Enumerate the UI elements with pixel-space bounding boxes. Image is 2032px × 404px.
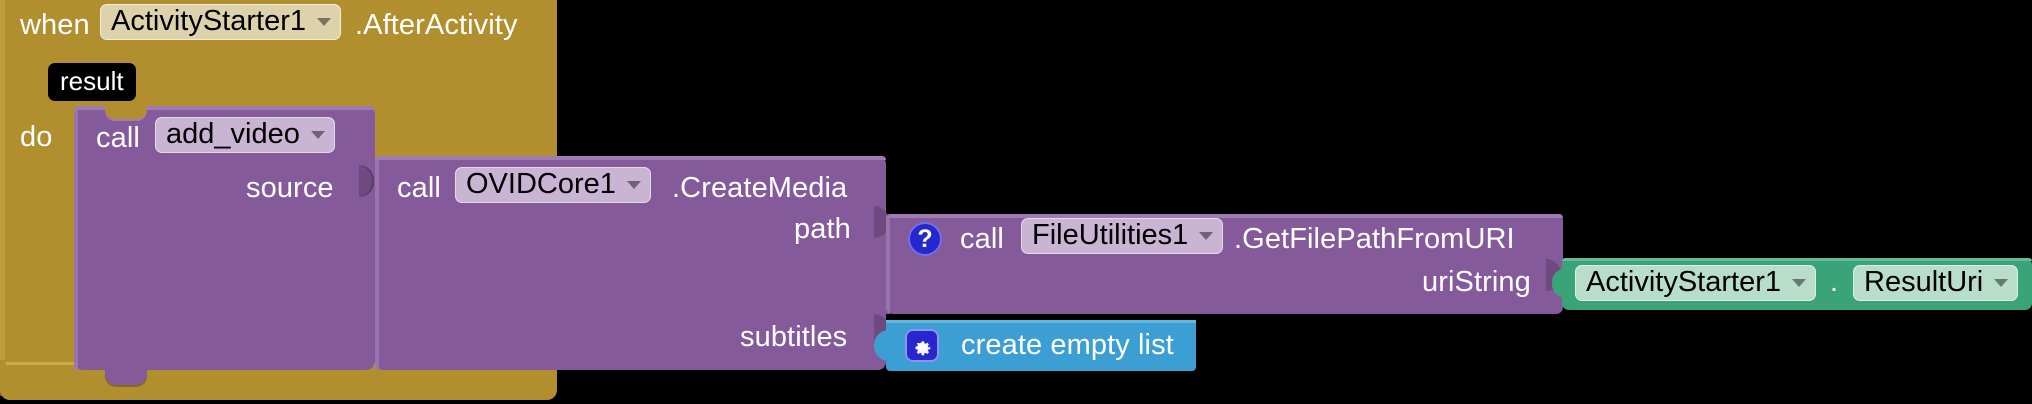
- fileutil-method-label: .GetFilePathFromURI: [1234, 223, 1515, 255]
- getter-component-dropdown[interactable]: ActivityStarter1: [1575, 265, 1816, 301]
- getter-left-plug: [1552, 268, 1566, 298]
- chevron-down-icon: [310, 130, 325, 139]
- getter-property-name: ResultUri: [1864, 266, 1984, 298]
- fileutil-component-name: FileUtilities1: [1032, 219, 1189, 251]
- getter-component-name: ActivityStarter1: [1586, 266, 1781, 298]
- socket-path[interactable]: [874, 206, 889, 238]
- event-component-name: ActivityStarter1: [111, 5, 306, 37]
- add-video-bottom-tab: [105, 368, 147, 385]
- chevron-down-icon: [1994, 278, 2009, 287]
- add-video-call-label: call: [96, 122, 140, 154]
- help-question-icon[interactable]: ?: [908, 222, 942, 256]
- socket-source[interactable]: [359, 165, 374, 197]
- event-component-dropdown[interactable]: ActivityStarter1: [100, 4, 341, 40]
- call-fileutilities1-getfilepathfromuri-block[interactable]: [886, 214, 1563, 314]
- createmedia-call-label: call: [397, 172, 441, 204]
- create-empty-list-left-plug: [874, 330, 889, 361]
- arg-label-path: path: [794, 213, 851, 245]
- event-block-left-highlight: [0, 0, 5, 396]
- create-empty-list-top-highlight: [886, 320, 1196, 323]
- createmedia-left-highlight: [375, 160, 379, 370]
- chevron-down-icon: [1792, 278, 1806, 287]
- arg-label-uristring: uriString: [1422, 266, 1531, 298]
- do-keyword-label: do: [20, 121, 53, 153]
- chevron-down-icon: [1199, 231, 1214, 240]
- add-video-top-notch: [105, 103, 147, 119]
- when-keyword-label: when: [20, 9, 90, 41]
- chevron-down-icon: [626, 180, 641, 189]
- event-parameter-result-chip[interactable]: result: [48, 63, 136, 101]
- createmedia-method-label: .CreateMedia: [672, 172, 848, 204]
- getter-top-highlight: [1562, 258, 2032, 261]
- gear-icon[interactable]: [905, 329, 939, 362]
- createmedia-component-name: OVIDCore1: [466, 168, 616, 200]
- createmedia-component-dropdown[interactable]: OVIDCore1: [455, 167, 651, 203]
- arg-label-source: source: [246, 172, 334, 204]
- fileutil-top-highlight: [886, 214, 1563, 218]
- chevron-down-icon: [317, 17, 331, 26]
- getter-separator-dot: .: [1830, 266, 1839, 298]
- fileutil-component-dropdown[interactable]: FileUtilities1: [1021, 218, 1224, 254]
- add-video-procedure-name: add_video: [166, 118, 300, 150]
- event-method-label: .AfterActivity: [355, 9, 518, 41]
- arg-label-subtitles: subtitles: [740, 321, 848, 353]
- add-video-top-highlight: [74, 106, 375, 110]
- create-empty-list-label: create empty list: [961, 329, 1174, 361]
- createmedia-top-highlight: [375, 156, 886, 160]
- fileutil-call-label: call: [960, 223, 1004, 255]
- add-video-procedure-dropdown[interactable]: add_video: [155, 117, 335, 153]
- add-video-left-highlight: [74, 110, 78, 370]
- fileutil-left-highlight: [886, 218, 890, 314]
- getter-property-dropdown[interactable]: ResultUri: [1853, 265, 2019, 301]
